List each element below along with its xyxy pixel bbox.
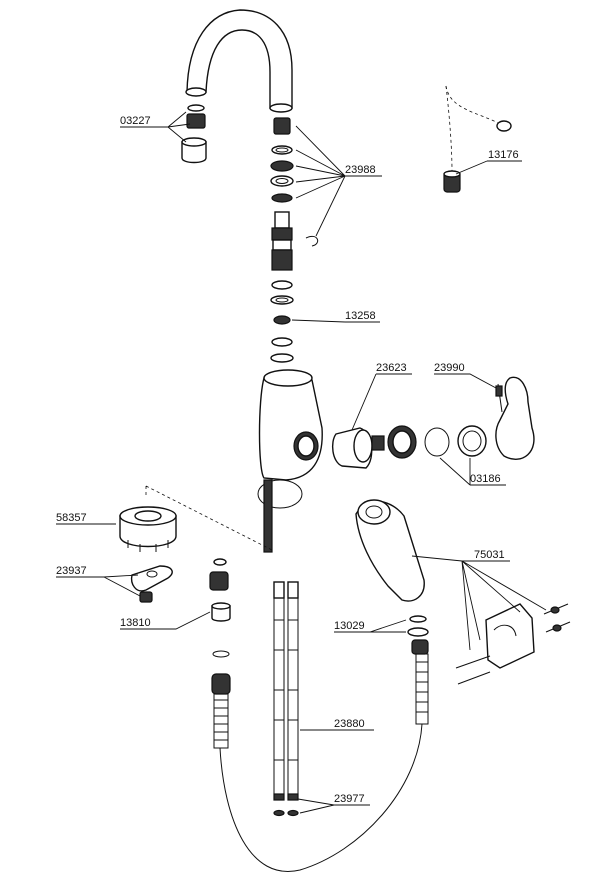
label-23937: 23937 — [56, 565, 87, 577]
spout-connector-parts — [270, 117, 319, 271]
hose-weight — [209, 558, 231, 749]
chain-plug — [443, 85, 512, 193]
label-23880: 23880 — [334, 718, 365, 730]
label-03186: 03186 — [470, 473, 501, 485]
label-58357: 58357 — [56, 512, 87, 524]
mounting-nut — [119, 506, 177, 552]
label-75031: 75031 — [474, 549, 505, 561]
label-23977: 23977 — [334, 793, 365, 805]
part-number-labels: 03227 23988 13176 13258 23623 23990 0318… — [56, 115, 519, 805]
aerator-assembly — [181, 104, 207, 164]
label-03227: 03227 — [120, 115, 151, 127]
label-13176: 13176 — [488, 149, 519, 161]
seal-set — [270, 280, 294, 363]
bracket-spacer — [130, 565, 173, 603]
label-13810: 13810 — [120, 617, 151, 629]
wall-holder-kit — [455, 603, 571, 685]
cartridge-assembly — [331, 425, 487, 469]
faucet-body — [257, 369, 323, 553]
routing-line — [145, 485, 273, 551]
label-23623: 23623 — [376, 362, 407, 374]
label-13029: 13029 — [334, 620, 365, 632]
label-23990: 23990 — [434, 362, 465, 374]
leader-lines — [56, 111, 547, 814]
spray-head — [219, 499, 429, 872]
spout — [185, 9, 293, 113]
lever-handle — [495, 376, 535, 460]
supply-hoses — [273, 581, 299, 817]
label-23988: 23988 — [345, 164, 376, 176]
label-13258: 13258 — [345, 310, 376, 322]
